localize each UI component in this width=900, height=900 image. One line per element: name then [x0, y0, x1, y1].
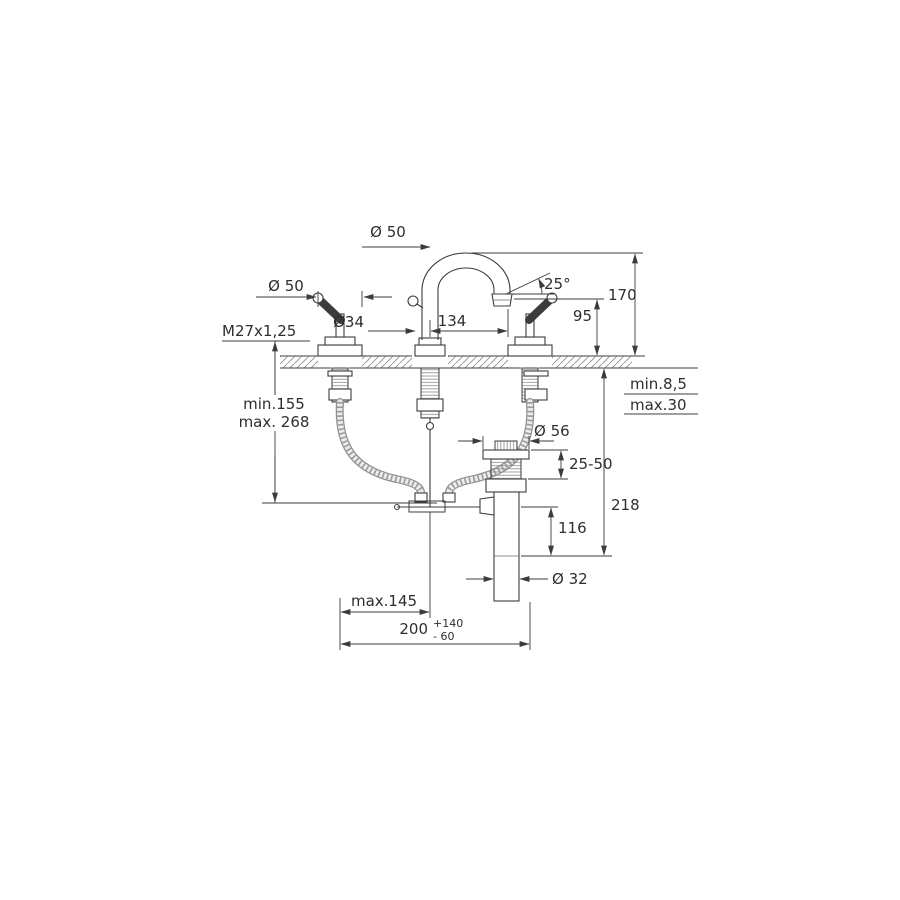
left-flex-hose-braid [336, 401, 424, 493]
label-tailpipe-length: 116 [558, 519, 587, 537]
right-mounting-nut [524, 388, 548, 401]
counter-hatch [362, 356, 412, 368]
waste-threaded-body [490, 458, 522, 480]
rod-joint [425, 421, 435, 431]
label-hose-min: min.155 [243, 395, 305, 413]
right-flex-hose-braid [446, 401, 534, 493]
right-handle [507, 292, 558, 357]
label-waste-flange: Ø 56 [534, 422, 570, 440]
waste-assembly [479, 440, 530, 602]
dimensions: Ø 50 Ø 50 25° 170 95 Ø34 134 M27x1,25 [222, 223, 698, 650]
label-height-outlet: 95 [573, 307, 592, 325]
label-thread-spec: M27x1,25 [222, 322, 296, 340]
label-tolerance-plus: +140 [433, 617, 463, 630]
spout-outer-edge [421, 252, 511, 340]
waste-locknut [485, 478, 527, 493]
label-hole-spacing: 200 [399, 620, 428, 638]
label-tailpipe-diameter: Ø 32 [552, 570, 588, 588]
right-handle-lever [525, 297, 553, 324]
label-spout-radius: Ø 50 [370, 223, 406, 241]
rod-clevis [408, 500, 446, 513]
right-handle-base [507, 344, 553, 357]
pop-up-knob [407, 295, 419, 307]
rod-end-loop [394, 504, 400, 510]
pop-up-knob-link [416, 303, 424, 309]
waste-tailpipe [493, 491, 520, 602]
label-spout-angle: 25° [544, 275, 571, 293]
right-handle-knob [546, 292, 558, 304]
label-handle-diameter: Ø 50 [268, 277, 304, 295]
right-valve-underside [442, 367, 549, 503]
right-handle-collar [514, 336, 546, 346]
counter-hatch [448, 356, 508, 368]
left-handle-lever [317, 297, 345, 324]
counter-hatch [552, 356, 632, 368]
label-hose-max: max. 268 [239, 413, 310, 431]
label-rod-reach: max.145 [351, 592, 417, 610]
left-valve-underside [327, 367, 428, 503]
waste-plug-cap [494, 440, 518, 451]
dim-angle-legs [505, 272, 554, 295]
label-tolerance-minus: - 60 [433, 630, 454, 643]
countertop-section [280, 355, 698, 369]
label-spout-projection: 134 [438, 312, 467, 330]
right-hose-fitting [442, 492, 456, 503]
rod-tee-joint [479, 496, 495, 516]
label-backdrop [237, 395, 313, 431]
spout-base [414, 344, 446, 357]
spout [407, 252, 513, 357]
dim-angle-arc [538, 278, 546, 295]
left-washer [327, 370, 353, 377]
label-deck-max: max.30 [630, 396, 687, 414]
left-hose-fitting [414, 492, 428, 503]
label-deck-min: min.8,5 [630, 375, 687, 393]
label-waste-depth: 218 [611, 496, 640, 514]
label-hole-diameter: Ø34 [333, 313, 364, 331]
label-waste-adjust: 25-50 [569, 455, 613, 473]
center-mounting-nut [416, 398, 444, 412]
counter-hatch [280, 356, 318, 368]
left-handle-base [317, 344, 363, 357]
left-handle-collar [324, 336, 356, 346]
center-shank-and-rod [394, 367, 480, 513]
spout-inner-edge [437, 267, 495, 340]
waste-flange [482, 449, 530, 460]
spout-collar [418, 337, 442, 346]
right-washer [523, 370, 549, 377]
label-height-total: 170 [608, 286, 637, 304]
left-flex-hose [335, 398, 425, 496]
